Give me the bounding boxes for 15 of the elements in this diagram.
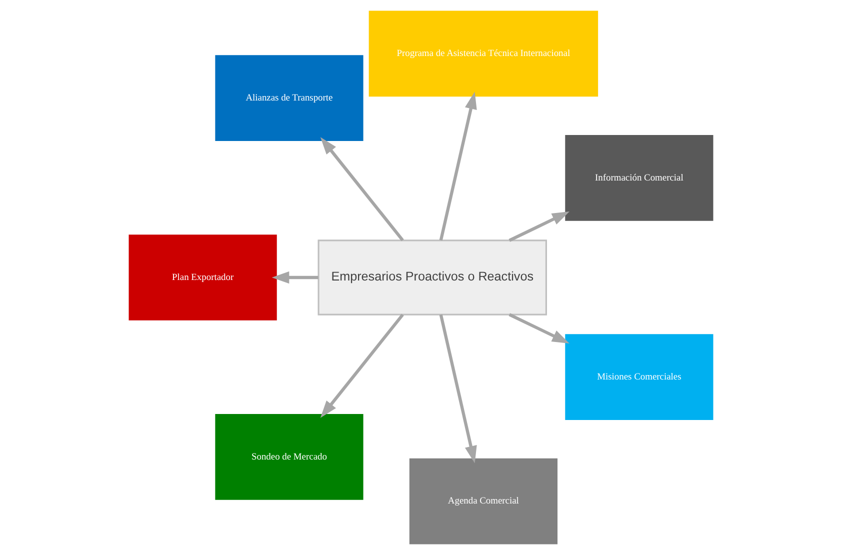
node-box: Información Comercial bbox=[565, 134, 714, 221]
arrow bbox=[508, 313, 570, 344]
node-box: Sondeo de Mercado bbox=[215, 414, 364, 500]
node-box: Agenda Comercial bbox=[409, 458, 558, 544]
arrow bbox=[439, 92, 477, 241]
arrow bbox=[272, 271, 318, 284]
arrow bbox=[439, 314, 477, 464]
node-box: Programa de Asistencia Técnica Internacional bbox=[368, 10, 598, 97]
node-box: Plan Exportador bbox=[128, 234, 277, 320]
node-box: Alianzas de Transporte bbox=[215, 55, 364, 141]
arrow bbox=[508, 211, 570, 242]
arrow bbox=[320, 314, 404, 418]
node-box: Empresarios Proactivos o Reactivos bbox=[318, 240, 547, 316]
node-box: Misiones Comerciales bbox=[565, 334, 714, 420]
arrow bbox=[320, 137, 404, 242]
